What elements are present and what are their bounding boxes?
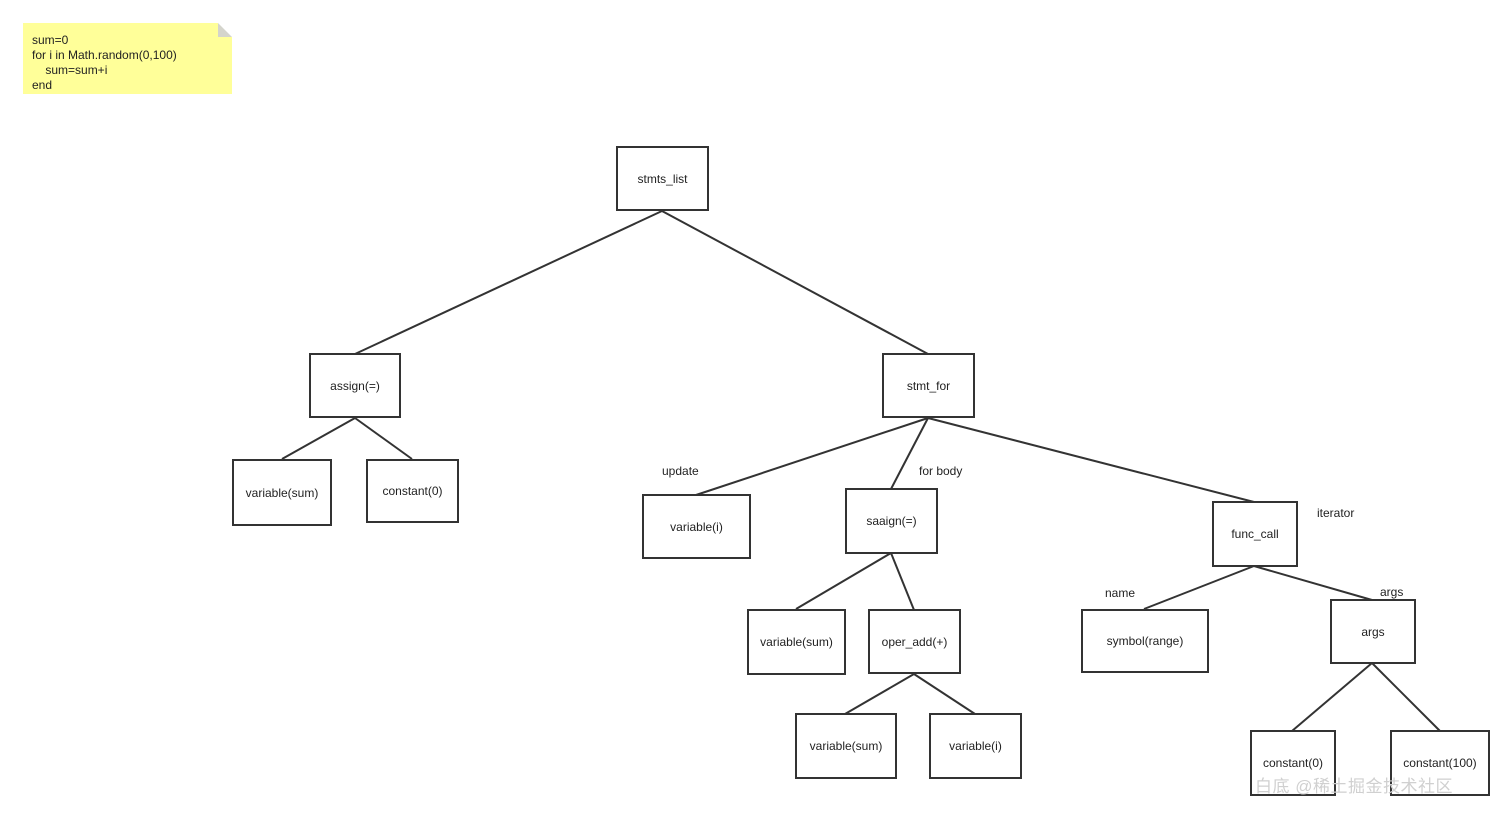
node-assign: assign(=) <box>309 353 401 418</box>
edge-label-args: args <box>1380 585 1404 599</box>
edge-assign-constant-0 <box>354 417 413 460</box>
node-label: args <box>1361 624 1385 639</box>
code-line-2: for i in Math.random(0,100) <box>32 48 177 62</box>
edge-func-call-args <box>1253 565 1373 601</box>
node-variable-i: variable(i) <box>929 713 1022 779</box>
node-label: oper_add(+) <box>881 634 948 649</box>
edge-stmts-list-stmt-for <box>661 210 929 355</box>
edge-args-constant-100 <box>1371 662 1441 732</box>
node-label: stmts_list <box>637 171 688 186</box>
node-oper-add: oper_add(+) <box>868 609 961 674</box>
edge-label-iterator: iterator <box>1317 506 1355 520</box>
edge-label-for-body: for body <box>919 464 963 478</box>
node-variable-i: variable(i) <box>642 494 751 559</box>
node-constant-100: constant(100) <box>1390 730 1490 796</box>
code-line-4: end <box>32 78 53 92</box>
node-variable-sum: variable(sum) <box>747 609 846 675</box>
edge-label-name: name <box>1105 586 1136 600</box>
node-label: constant(0) <box>1262 756 1324 770</box>
code-line-1: sum=0 <box>32 33 69 47</box>
node-args: args <box>1330 599 1416 664</box>
node-label: symbol(range) <box>1106 634 1184 648</box>
node-label: assign(=) <box>330 378 380 393</box>
code-line-3: sum=sum+i <box>32 63 108 77</box>
node-label: saaign(=) <box>866 514 917 528</box>
edge-args-constant-0 <box>1291 662 1373 732</box>
edge-assign-variable-sum <box>281 417 356 460</box>
note-folded-corner <box>218 23 232 37</box>
node-symbol-range: symbol(range) <box>1081 609 1209 673</box>
edge-stmt-for-saaign <box>890 417 929 490</box>
node-label: variable(sum) <box>809 739 883 753</box>
node-label: constant(100) <box>1403 756 1477 770</box>
edge-stmt-for-func-call <box>927 417 1255 503</box>
edge-stmts-list-assign <box>354 210 663 355</box>
node-label: func_call <box>1231 527 1279 541</box>
node-variable-sum: variable(sum) <box>232 459 332 526</box>
edge-saaign-oper-add <box>890 552 915 611</box>
code-sticky-note: sum=0 for i in Math.random(0,100) sum=su… <box>23 23 232 94</box>
node-constant-0: constant(0) <box>1250 730 1336 796</box>
node-stmts-list: stmts_list <box>616 146 709 211</box>
node-label: variable(sum) <box>245 485 319 500</box>
node-label: stmt_for <box>906 378 951 393</box>
edge-oper-add-variable-sum <box>844 673 915 715</box>
edge-label-update: update <box>662 464 699 478</box>
edge-func-call-symbol-range <box>1143 565 1255 610</box>
node-variable-sum: variable(sum) <box>795 713 897 779</box>
node-label: variable(sum) <box>760 635 833 649</box>
node-constant-0: constant(0) <box>366 459 459 523</box>
node-label: variable(i) <box>949 739 1002 753</box>
node-label: variable(i) <box>670 519 723 534</box>
edge-saaign-variable-sum <box>795 552 892 610</box>
edge-stmt-for-variable-i <box>695 417 929 496</box>
node-saaign: saaign(=) <box>845 488 938 554</box>
edge-oper-add-variable-i <box>913 673 976 715</box>
node-stmt-for: stmt_for <box>882 353 975 418</box>
watermark: 白底 @稀土掘金技术社区 <box>1255 777 1453 796</box>
node-label: constant(0) <box>382 484 443 498</box>
node-func-call: func_call <box>1212 501 1298 567</box>
